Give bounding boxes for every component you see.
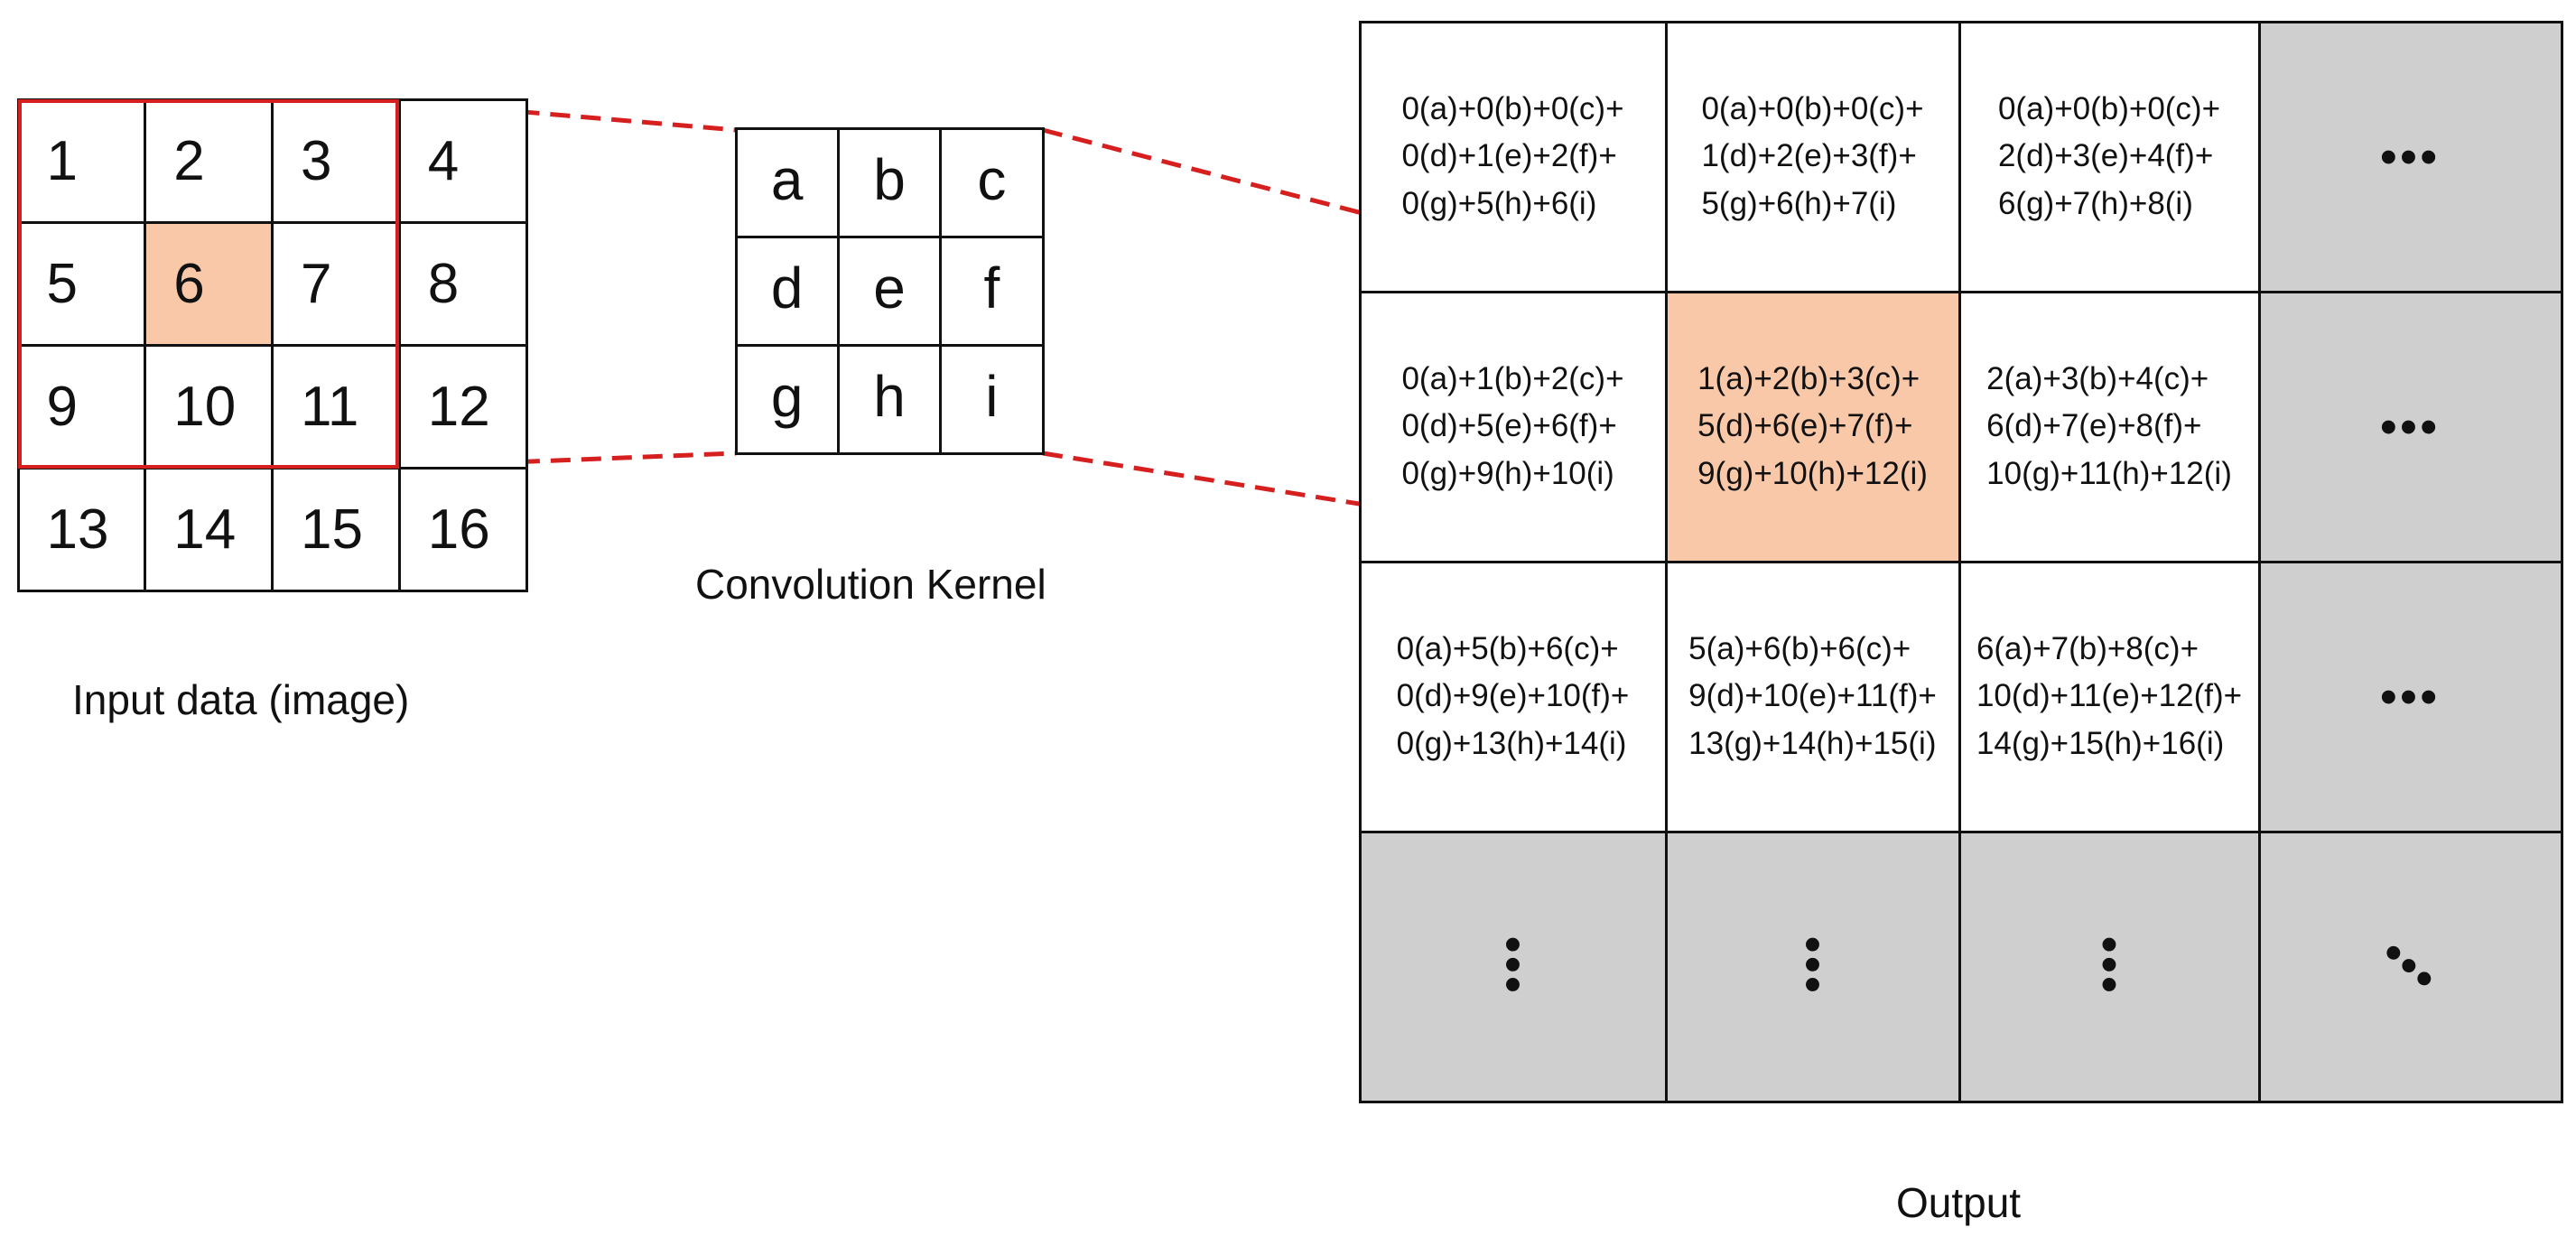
kernel-cell: e	[836, 235, 943, 347]
output-cell: 5(a)+6(b)+6(c)+ 9(d)+10(e)+11(f)+ 13(g)+…	[1664, 560, 1961, 833]
output-expression: 0(a)+5(b)+6(c)+ 0(d)+9(e)+10(f)+ 0(g)+13…	[1396, 630, 1630, 761]
input-cell: 3	[271, 98, 401, 224]
ellipsis-glyph: •••	[2380, 670, 2441, 723]
kernel-cell: f	[939, 235, 1045, 347]
output-expression: 2(a)+3(b)+4(c)+ 6(d)+7(e)+8(f)+ 10(g)+11…	[1986, 360, 2232, 491]
input-cell: 13	[16, 466, 147, 592]
kernel-cell: h	[836, 343, 943, 455]
input-cell: 12	[397, 343, 528, 470]
output-expression: 6(a)+7(b)+8(c)+ 10(d)+11(e)+12(f)+ 14(g)…	[1976, 630, 2243, 761]
input-cell: 4	[397, 98, 528, 224]
output-ellipsis-cell: •••	[2257, 830, 2563, 1103]
output-cell: 0(a)+0(b)+0(c)+ 2(d)+3(e)+4(f)+ 6(g)+7(h…	[1958, 20, 2261, 293]
output-grid: 0(a)+0(b)+0(c)+ 0(d)+1(e)+2(f)+ 0(g)+5(h…	[1358, 20, 2563, 1103]
kernel-cell: b	[836, 126, 943, 238]
input-cell: 11	[271, 343, 401, 470]
output-cell: 2(a)+3(b)+4(c)+ 6(d)+7(e)+8(f)+ 10(g)+11…	[1958, 290, 2261, 563]
kernel-cell: a	[734, 126, 840, 238]
input-cell: 1	[16, 98, 147, 224]
input-cell: 6	[144, 220, 274, 347]
ellipsis-glyph: •••	[1786, 936, 1839, 997]
kernel-cell: d	[734, 235, 840, 347]
output-expression: 0(a)+0(b)+0(c)+ 1(d)+2(e)+3(f)+ 5(g)+6(h…	[1701, 90, 1924, 221]
output-ellipsis-cell: •••	[1358, 830, 1668, 1103]
input-cell: 10	[144, 343, 274, 470]
input-cell: 9	[16, 343, 147, 470]
output-expression: 0(a)+1(b)+2(c)+ 0(d)+5(e)+6(f)+ 0(g)+9(h…	[1401, 360, 1624, 491]
ellipsis-glyph: •••	[2083, 936, 2135, 997]
ellipsis-glyph: •••	[2370, 926, 2450, 1007]
ellipsis-glyph: •••	[2380, 400, 2441, 453]
ellipsis-glyph: •••	[1486, 936, 1539, 997]
input-cell: 14	[144, 466, 274, 592]
input-label: Input data (image)	[72, 676, 410, 723]
output-cell: 0(a)+0(b)+0(c)+ 1(d)+2(e)+3(f)+ 5(g)+6(h…	[1664, 20, 1961, 293]
output-cell: 6(a)+7(b)+8(c)+ 10(d)+11(e)+12(f)+ 14(g)…	[1958, 560, 2261, 833]
input-cell: 7	[271, 220, 401, 347]
kernel-cell: g	[734, 343, 840, 455]
input-cell: 2	[144, 98, 274, 224]
input-cell: 15	[271, 466, 401, 592]
kernel-cell: c	[939, 126, 1045, 238]
output-ellipsis-cell: •••	[2257, 20, 2563, 293]
output-cell: 1(a)+2(b)+3(c)+ 5(d)+6(e)+7(f)+ 9(g)+10(…	[1664, 290, 1961, 563]
connector-line	[396, 98, 737, 133]
kernel-cell: i	[939, 343, 1045, 455]
output-cell: 0(a)+0(b)+0(c)+ 0(d)+1(e)+2(f)+ 0(g)+5(h…	[1358, 20, 1668, 293]
input-cell: 5	[16, 220, 147, 347]
output-cell: 0(a)+5(b)+6(c)+ 0(d)+9(e)+10(f)+ 0(g)+13…	[1358, 560, 1668, 833]
output-expression: 0(a)+0(b)+0(c)+ 0(d)+1(e)+2(f)+ 0(g)+5(h…	[1401, 90, 1624, 221]
output-cell: 0(a)+1(b)+2(c)+ 0(d)+5(e)+6(f)+ 0(g)+9(h…	[1358, 290, 1668, 563]
output-ellipsis-cell: •••	[2257, 290, 2563, 563]
kernel-label: Convolution Kernel	[695, 561, 1046, 608]
connector-line	[396, 451, 737, 470]
output-label: Output	[1896, 1179, 2022, 1226]
ellipsis-glyph: •••	[2380, 130, 2441, 183]
input-cell: 16	[397, 466, 528, 592]
input-cell: 8	[397, 220, 528, 347]
output-expression: 1(a)+2(b)+3(c)+ 5(d)+6(e)+7(f)+ 9(g)+10(…	[1697, 360, 1928, 491]
output-ellipsis-cell: •••	[2257, 560, 2563, 833]
output-expression: 0(a)+0(b)+0(c)+ 2(d)+3(e)+4(f)+ 6(g)+7(h…	[1997, 90, 2221, 221]
output-ellipsis-cell: •••	[1664, 830, 1961, 1103]
output-ellipsis-cell: •••	[1958, 830, 2261, 1103]
output-expression: 5(a)+6(b)+6(c)+ 9(d)+10(e)+11(f)+ 13(g)+…	[1688, 630, 1937, 761]
